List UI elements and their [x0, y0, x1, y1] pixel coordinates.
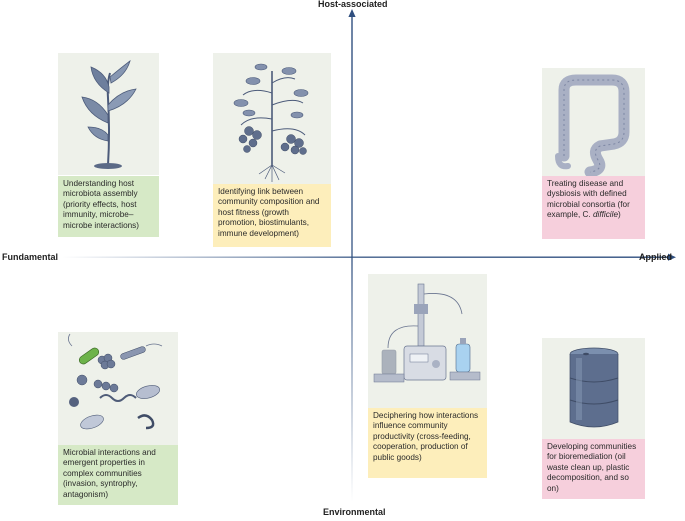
card-host-microbiota-assembly: Understanding host microbiota assembly (…: [58, 53, 159, 237]
horizontal-axis-line: [62, 256, 670, 258]
microbes-icon: [68, 333, 163, 430]
caption-microbial-interactions: Microbial interactions and emergent prop…: [58, 445, 178, 505]
colon-icon: [555, 74, 630, 178]
axis-label-top: Host-associated: [318, 0, 388, 9]
caption-host-microbiota-assembly: Understanding host microbiota assembly (…: [58, 176, 159, 237]
illustration-panel: [58, 53, 159, 175]
illustration-panel: [58, 332, 178, 445]
vertical-axis-arrow: [348, 9, 356, 17]
illustration-panel: [213, 53, 331, 184]
axis-label-bottom: Environmental: [323, 507, 386, 517]
card-microbial-interactions: Microbial interactions and emergent prop…: [58, 332, 178, 505]
oil-barrel-icon: [569, 347, 619, 428]
caption-text: Treating disease and dysbiosis with defi…: [547, 179, 630, 220]
caption-community-composition-host-fitness: Identifying link between community compo…: [213, 184, 331, 247]
card-community-composition-host-fitness: Identifying link between community compo…: [213, 53, 331, 247]
axis-label-left: Fundamental: [2, 252, 59, 262]
caption-bioremediation: Developing communities for bioremediatio…: [542, 439, 645, 499]
caption-species-name: difficile: [592, 210, 618, 220]
card-bioremediation: Developing communities for bioremediatio…: [542, 338, 645, 499]
caption-treating-disease: Treating disease and dysbiosis with defi…: [542, 176, 645, 239]
axis-label-right: Applied: [639, 252, 672, 262]
illustration-panel: [368, 274, 487, 408]
card-treating-disease: Treating disease and dysbiosis with defi…: [542, 68, 645, 239]
horizontal-axis-arrow: [668, 253, 676, 261]
illustration-panel: [542, 68, 645, 178]
tomato-plant-icon: [233, 63, 309, 182]
illustration-panel: [542, 338, 645, 439]
sapling-icon: [81, 59, 137, 169]
caption-text-end: ): [618, 210, 621, 220]
bioreactor-icon: [373, 283, 481, 383]
caption-community-productivity: Deciphering how interactions influence c…: [368, 408, 487, 478]
vertical-axis-line: [351, 16, 353, 502]
card-community-productivity: Deciphering how interactions influence c…: [368, 274, 487, 478]
